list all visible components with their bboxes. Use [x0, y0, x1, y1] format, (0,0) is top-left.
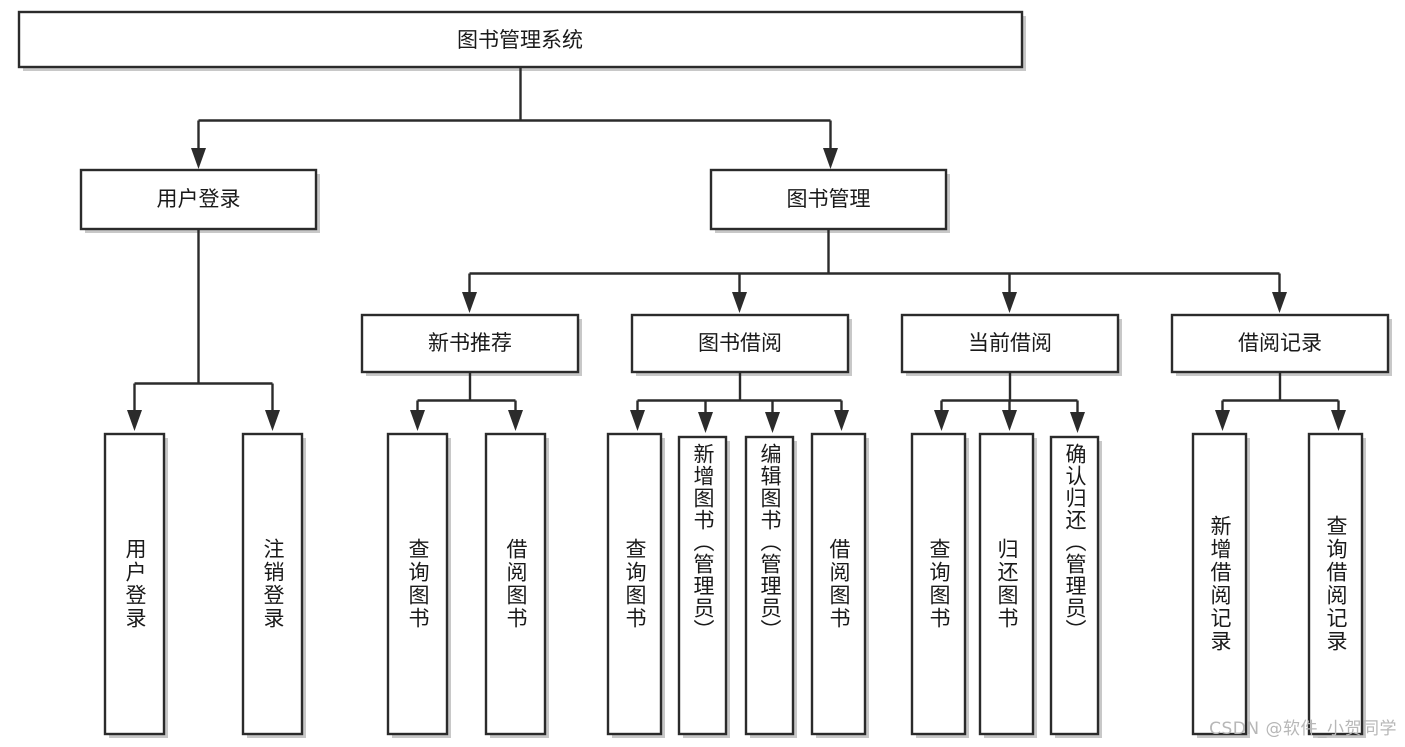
node-new-book-recommend[interactable]: 新书推荐 [360, 313, 582, 376]
arrow-head-icon [1331, 410, 1346, 431]
arrow-head-icon [1272, 292, 1287, 313]
node-current-borrow-label: 当前借阅 [968, 331, 1052, 355]
connector-user-login-to-leaves [127, 229, 280, 431]
arrow-head-icon [1002, 410, 1017, 431]
leaf-box-return-book[interactable] [978, 432, 1037, 738]
arrow-head-icon [410, 410, 425, 431]
node-root-label: 图书管理系统 [457, 28, 583, 52]
node-book-management-label: 图书管理 [787, 187, 871, 211]
node-book-borrow[interactable]: 图书借阅 [630, 313, 852, 376]
connector-borrow-record-to-leaves [1215, 372, 1346, 431]
arrow-head-icon [191, 148, 206, 169]
node-root-box [17, 10, 1024, 69]
node-new-book-recommend-label: 新书推荐 [428, 331, 512, 355]
node-borrow-record-label: 借阅记录 [1238, 331, 1322, 355]
leaf-box-add-borrow-record[interactable] [1191, 432, 1250, 738]
arrow-head-icon [1002, 292, 1017, 313]
arrow-head-icon [1070, 412, 1085, 433]
node-root[interactable]: 图书管理系统 [17, 10, 1026, 71]
leaf-box-borrow-book-2[interactable] [810, 432, 869, 738]
arrow-head-icon [1215, 410, 1230, 431]
arrow-head-icon [934, 410, 949, 431]
arrow-head-icon [127, 410, 142, 431]
node-book-borrow-label: 图书借阅 [698, 331, 782, 355]
arrow-head-icon [630, 410, 645, 431]
node-new-book-recommend-box [360, 313, 580, 374]
leaf-box-borrow-book-1[interactable] [484, 432, 549, 738]
arrow-head-icon [698, 412, 713, 433]
leaf-box-query-book-3[interactable] [910, 432, 969, 738]
leaf-box-query-book-1[interactable] [386, 432, 451, 738]
leaf-box-logout[interactable] [241, 432, 306, 738]
arrow-head-icon [834, 410, 849, 431]
leaf-box-add-book-admin[interactable] [677, 435, 730, 738]
arrow-head-icon [265, 410, 280, 431]
leaf-box-user-login[interactable] [103, 432, 168, 738]
leaf-box-confirm-return-admin[interactable] [1049, 435, 1102, 738]
node-borrow-record-box [1170, 313, 1390, 374]
node-borrow-record[interactable]: 借阅记录 [1170, 313, 1392, 376]
arrow-head-icon [823, 148, 838, 169]
connector-current-borrow-to-leaves [934, 372, 1085, 433]
node-user-login[interactable]: 用户登录 [79, 168, 320, 233]
connector-book-borrow-to-leaves [630, 372, 849, 433]
node-current-borrow[interactable]: 当前借阅 [900, 313, 1122, 376]
leaf-box-query-borrow-record[interactable] [1307, 432, 1366, 738]
arrow-head-icon [508, 410, 523, 431]
node-user-login-label: 用户登录 [157, 187, 241, 211]
connector-new-book-recommend-to-leaves [410, 372, 523, 431]
connector-book-management-to-level3 [462, 229, 1287, 313]
node-book-management[interactable]: 图书管理 [709, 168, 950, 233]
watermark-text: CSDN @软件_小贺同学 [1209, 719, 1397, 739]
leaf-box-query-book-2[interactable] [606, 432, 665, 738]
leaf-box-edit-book-admin[interactable] [744, 435, 797, 738]
arrow-head-icon [732, 292, 747, 313]
node-user-login-box [79, 168, 318, 231]
arrow-head-icon [462, 292, 477, 313]
connector-root-to-level2 [191, 67, 838, 169]
arrow-head-icon [765, 412, 780, 433]
node-current-borrow-box [900, 313, 1120, 374]
